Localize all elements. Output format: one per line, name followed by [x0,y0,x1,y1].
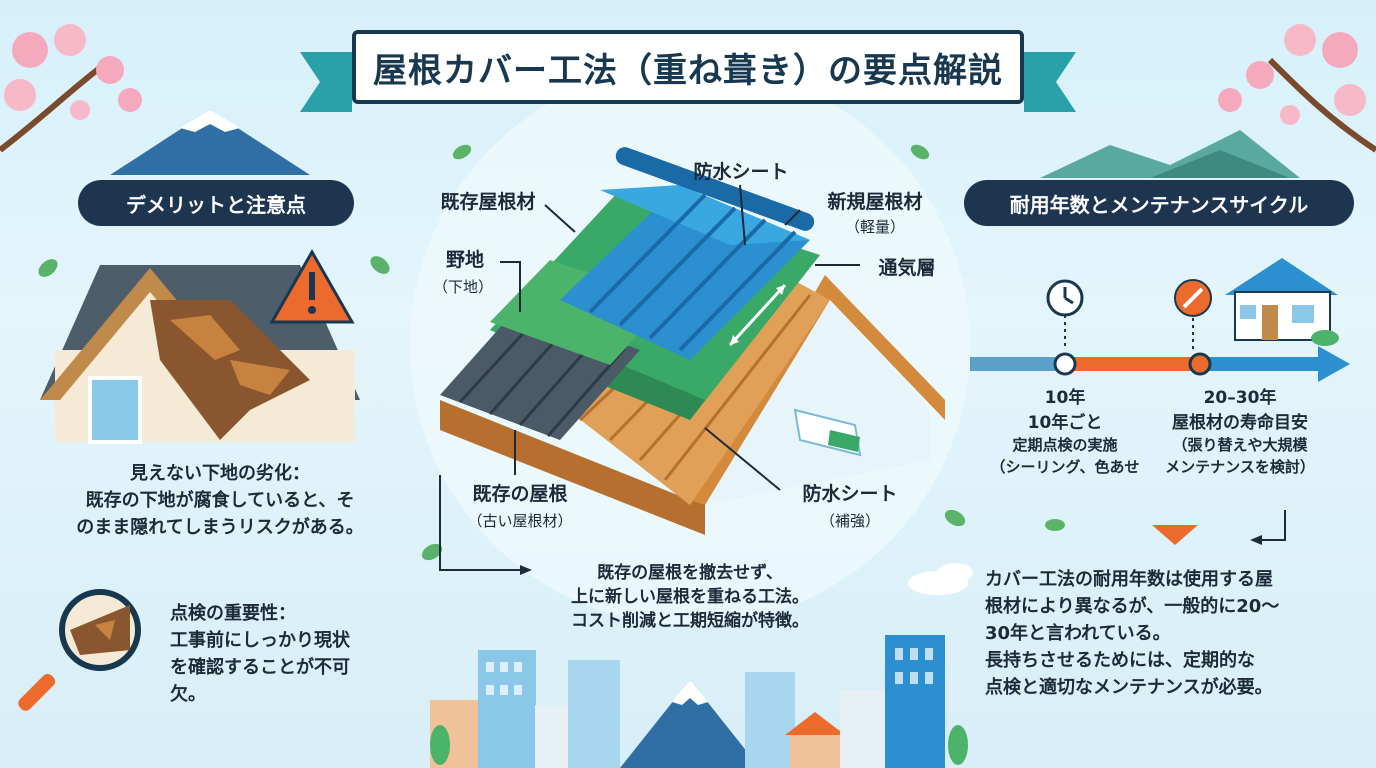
wrench-icon [1174,279,1212,317]
cherry-blossom-right [1218,24,1376,153]
milestone-desc: （張り替えや大規模 [1172,436,1308,455]
point-inspection-importance: 点検の重要性： 工事前にしっかり現状 を確認することが不可 欠。 [170,600,400,708]
clock-icon [1046,279,1084,317]
section-header-lifespan: 耐用年数とメンテナンスサイクル [964,180,1354,226]
description-line: 既存の屋根を撤去せず、 [597,563,783,583]
milestone-year: 10年 [1044,388,1086,408]
label-waterproof-sheet-bottom-sub: （補強） [819,512,880,530]
title-banner: 屋根カバー工法（重ね葺き）の要点解説 [352,30,1024,104]
label-sheathing: 野地 [445,249,484,271]
milestone-year: 20–30年 [1203,388,1277,408]
summary-line: 30年と言われている。 [985,623,1171,644]
milestone-title: 10年ごと [1027,412,1103,433]
label-existing-roof: 既存の屋根 [472,483,568,505]
cherry-blossom-left [0,24,142,153]
summary-line: カバー工法の耐用年数は使用する屋 [985,569,1273,590]
summary-line: 長持ちさせるためには、定期的な [985,650,1255,671]
timeline-milestone-10y: 10年 10年ごと 定期点検の実施 （シーリング、色あせ [985,386,1145,479]
point-title: 見えない下地の劣化： [130,463,310,484]
milestone-desc: 定期点検の実施 [1012,436,1118,455]
label-new-roof-material-sub: （軽量） [844,218,905,236]
label-waterproof-sheet-bottom: 防水シート [802,483,898,505]
milestone-desc: （シーリング、色あせ [990,458,1140,477]
house-icon [1225,258,1339,346]
label-sheathing-sub: （下地） [432,278,493,296]
timeline-bar [970,315,1350,382]
warning-icon [269,248,355,324]
description-line: コスト削減と工期短縮が特徴。 [571,610,809,631]
point-body: のまま隠れてしまうリスクがある。 [76,517,364,538]
point-title: 点検の重要性： [170,603,296,624]
timeline-milestone-20-30y: 20–30年 屋根材の寿命目安 （張り替えや大規模 メンテナンスを検討） [1135,386,1345,479]
summary-line: 点検と適切なメンテナンスが必要。 [985,677,1273,698]
label-existing-roof-material: 既存屋根材 [440,191,536,213]
magnifier-icon [18,589,141,711]
description-line: 上に新しい屋根を重ねる工法。 [571,586,809,607]
point-body: 欠。 [170,684,206,705]
point-body: 工事前にしっかり現状 [170,630,350,651]
point-body: 既存の下地が腐食していると、そ [85,490,355,511]
label-new-roof-material: 新規屋根材 [827,191,923,213]
roof-cross-section [440,147,945,535]
city-skyline [430,635,968,768]
method-description: 既存の屋根を撤去せず、 上に新しい屋根を重ねる工法。 コスト削減と工期短縮が特徴… [520,562,860,633]
page-title: 屋根カバー工法（重ね葺き）の要点解説 [373,50,1003,91]
mountain-left [110,110,310,175]
damaged-house [40,265,360,444]
lifespan-summary: カバー工法の耐用年数は使用する屋 根材により異なるが、一般的に20〜 30年と言… [985,566,1355,701]
point-hidden-degradation: 見えない下地の劣化： 既存の下地が腐食していると、そ のまま隠れてしまうリスクが… [40,460,400,541]
label-existing-roof-sub: （古い屋根材） [467,512,573,530]
summary-line: 根材により異なるが、一般的に20〜 [985,596,1280,617]
section-header-drawbacks: デメリットと注意点 [78,180,354,226]
section-header-label: デメリットと注意点 [126,192,306,217]
label-ventilation-layer: 通気層 [878,257,936,279]
milestone-title: 屋根材の寿命目安 [1172,412,1308,433]
section-header-label: 耐用年数とメンテナンスサイクル [1009,192,1309,217]
label-waterproof-sheet-top: 防水シート [693,161,789,183]
point-body: を確認することが不可 [170,657,350,678]
milestone-desc: メンテナンスを検討） [1165,458,1315,477]
